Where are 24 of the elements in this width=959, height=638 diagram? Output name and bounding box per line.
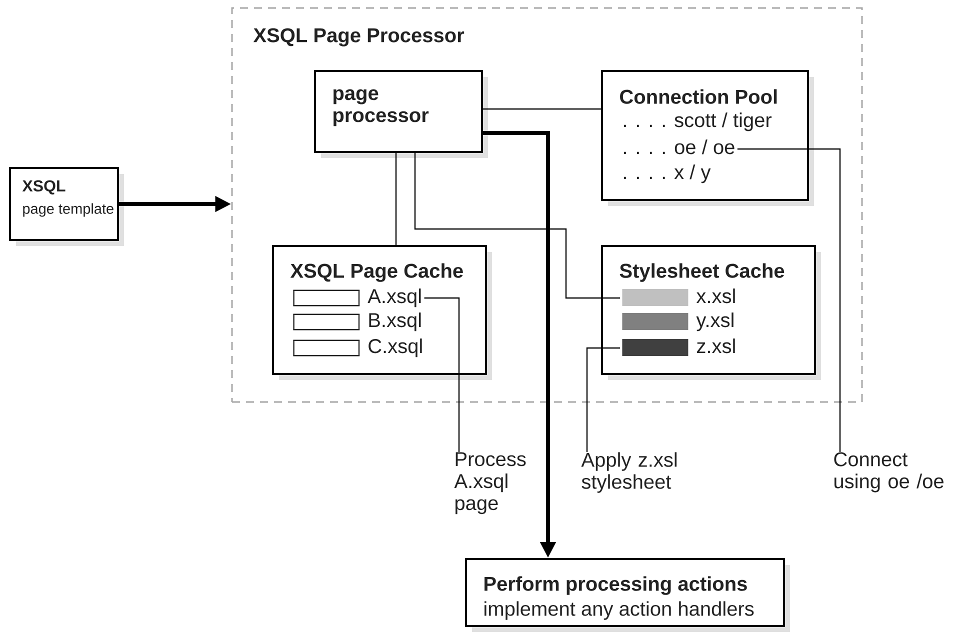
connection-entry: . . . . x / y <box>624 164 711 184</box>
connection-entry: . . . . oe / oe <box>624 140 734 154</box>
cached-page-entry: C.xsql <box>293 338 422 358</box>
cached-page-entry: B.xsql <box>293 312 421 332</box>
stylesheet-entry: x.xsl <box>622 288 735 306</box>
cached-page-entry: A.xsql <box>293 288 421 308</box>
connector-line <box>395 153 397 245</box>
connector-line <box>483 108 601 110</box>
leader-line <box>424 297 460 452</box>
leader-line <box>586 347 620 452</box>
note-text: Process A.xsql page <box>454 452 526 514</box>
stylesheet-entry: y.xsl <box>622 312 734 332</box>
connection-entry: . . . . scott / tiger <box>624 112 772 132</box>
leader-line <box>737 148 841 452</box>
node-label: x.xsl <box>696 288 735 304</box>
connector-line <box>414 153 620 299</box>
processor-box: page processor <box>314 70 488 158</box>
action-box: Perform processing actions implement any action handlers <box>465 558 790 632</box>
note-text: Apply z.xsl stylesheet <box>581 452 677 493</box>
note-text: Connect using oe /oe <box>834 452 944 492</box>
template-box: XSQL page template <box>9 167 124 246</box>
node-label: y.xsl <box>696 312 734 332</box>
stylesheet-entry: z.xsl <box>622 338 735 356</box>
node-label: z.xsl <box>697 338 735 354</box>
